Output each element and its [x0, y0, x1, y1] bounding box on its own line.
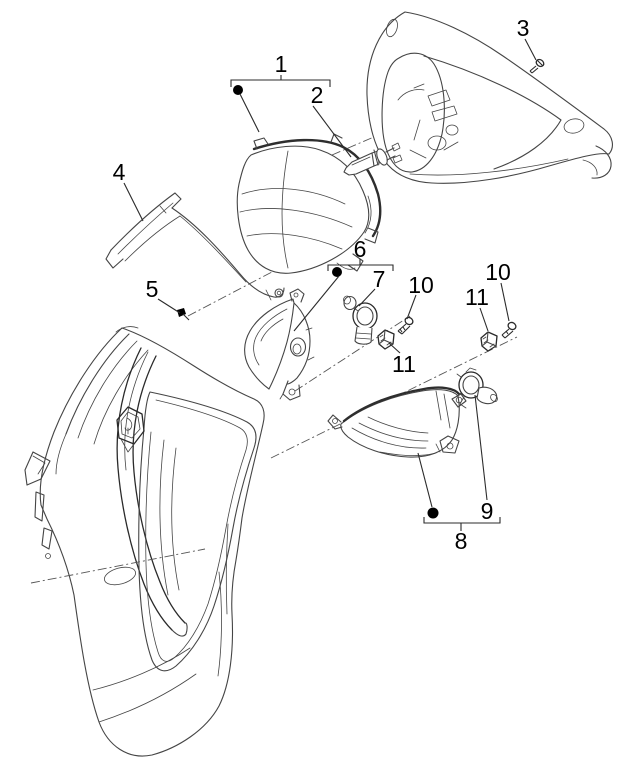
front-trim-drawing: [105, 192, 285, 301]
assembly-axis-trim: [187, 250, 313, 317]
left-turn-signal-drawing: [244, 288, 315, 401]
headlamp-bulb-drawing: [343, 142, 403, 176]
clip-11-left-drawing: [377, 329, 395, 350]
screw-10-right-drawing: [501, 321, 517, 339]
callout-8-leader: [417, 452, 433, 508]
callout-8-dot: [427, 507, 439, 519]
callout-8-bracket: [423, 517, 501, 531]
callout-10-left-label: 10: [408, 272, 434, 298]
assembly-axis-left-signal: [294, 315, 411, 392]
right-turn-signal-drawing: [327, 386, 467, 458]
callout-6-bracket: [327, 259, 394, 271]
callout-11-right-label: 11: [465, 284, 489, 310]
callout-9-leader: [474, 394, 488, 501]
callout-10-right-label: 10: [485, 259, 511, 285]
callout-6-label: 6: [354, 236, 367, 262]
callout-6-leader: [293, 275, 340, 332]
callout-6-dot: [332, 267, 342, 277]
callout-1-leader: [239, 93, 260, 133]
callout-2-leader: [312, 105, 352, 158]
callout-3-leader: [524, 38, 537, 61]
callouts: 1 2 3 4 5 6 7 10 11 11 10 8 9: [113, 15, 537, 554]
handlebar-cover-drawing: [366, 11, 613, 184]
callout-2-label: 2: [311, 82, 324, 108]
callout-10-right-leader: [500, 282, 510, 322]
callout-9-label: 9: [481, 498, 494, 524]
screw-3-drawing: [529, 58, 545, 74]
callout-8-label: 8: [455, 528, 468, 554]
front-shield-drawing: [24, 326, 265, 757]
bulb-holder-7-drawing: [343, 295, 378, 345]
callout-1-bracket: [230, 75, 331, 87]
callout-7-label: 7: [373, 266, 386, 292]
callout-10-left-leader: [406, 294, 417, 320]
callout-1-dot: [233, 85, 243, 95]
screw-5-drawing: [177, 308, 190, 321]
callout-5-label: 5: [146, 276, 159, 302]
callout-7-leader: [358, 288, 376, 307]
screw-10-left-drawing: [397, 316, 414, 335]
callout-4-leader: [123, 182, 144, 222]
callout-4-label: 4: [113, 159, 126, 185]
callout-11-right-leader: [479, 307, 489, 332]
callout-1-label: 1: [275, 51, 288, 77]
callout-11-left-label: 11: [392, 351, 416, 377]
piaggio-badge: [116, 406, 145, 453]
headlamp-drawing: [236, 133, 382, 274]
bulb-holder-9-drawing: [456, 367, 498, 409]
callout-3-label: 3: [517, 15, 530, 41]
callout-5-leader: [157, 298, 181, 314]
clip-11-right-drawing: [480, 331, 498, 352]
callout-11-left-leader: [388, 342, 401, 354]
